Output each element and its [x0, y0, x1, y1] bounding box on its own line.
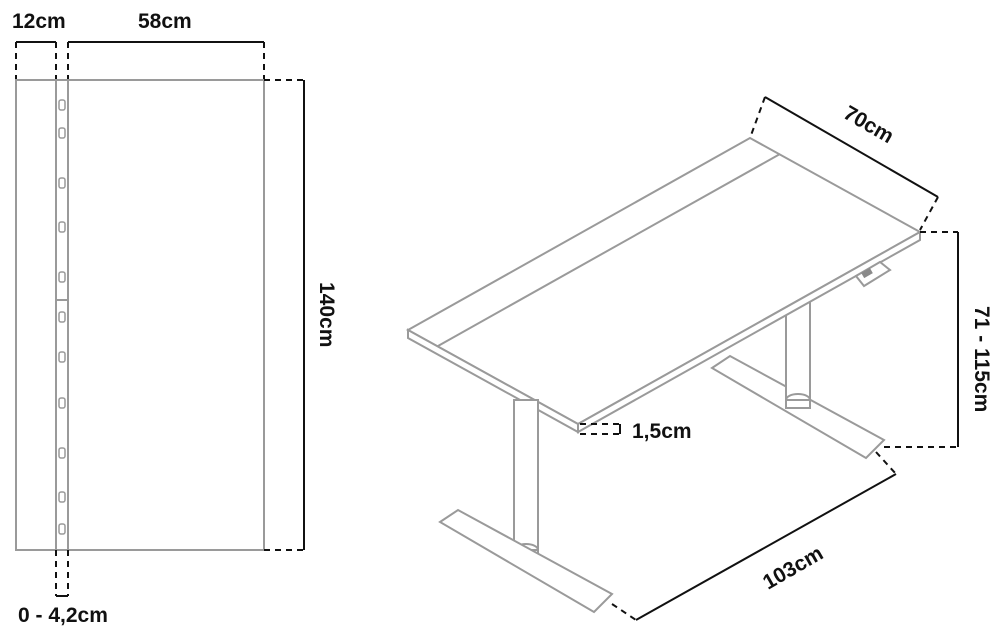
thickness-label: 1,5cm: [632, 420, 692, 443]
control-panel: [854, 260, 892, 288]
width-label: 103cm: [759, 542, 827, 595]
height-dimension: [884, 231, 959, 448]
front-leg: [513, 399, 539, 559]
iso-view: 70cm 71 - 115cm 1,5cm 103cm: [405, 96, 993, 621]
main-width-label: 58cm: [138, 10, 192, 33]
offset-label: 0 - 4,2cm: [18, 604, 108, 627]
strip-width-label: 12cm: [12, 10, 66, 33]
desktop-slab: [405, 136, 923, 434]
desktop-panel-top: [67, 79, 265, 551]
offset-dimension: [55, 550, 69, 597]
main-width-dimension: [67, 41, 265, 80]
width-dimension: [611, 451, 897, 621]
depth-dimension: [264, 79, 305, 551]
rear-leg: [785, 299, 811, 409]
depth-label: 140cm: [315, 282, 338, 347]
back-strip-panel: [15, 79, 57, 551]
front-foot: [438, 508, 614, 614]
thickness-dimension: [580, 423, 621, 435]
rail-slots: [56, 99, 68, 535]
height-label: 71 - 115cm: [970, 306, 993, 412]
iso-depth-dimension: [749, 96, 939, 231]
iso-depth-label: 70cm: [840, 101, 898, 148]
top-view: 12cm 58cm: [12, 10, 338, 627]
strip-width-dimension: [15, 41, 57, 80]
